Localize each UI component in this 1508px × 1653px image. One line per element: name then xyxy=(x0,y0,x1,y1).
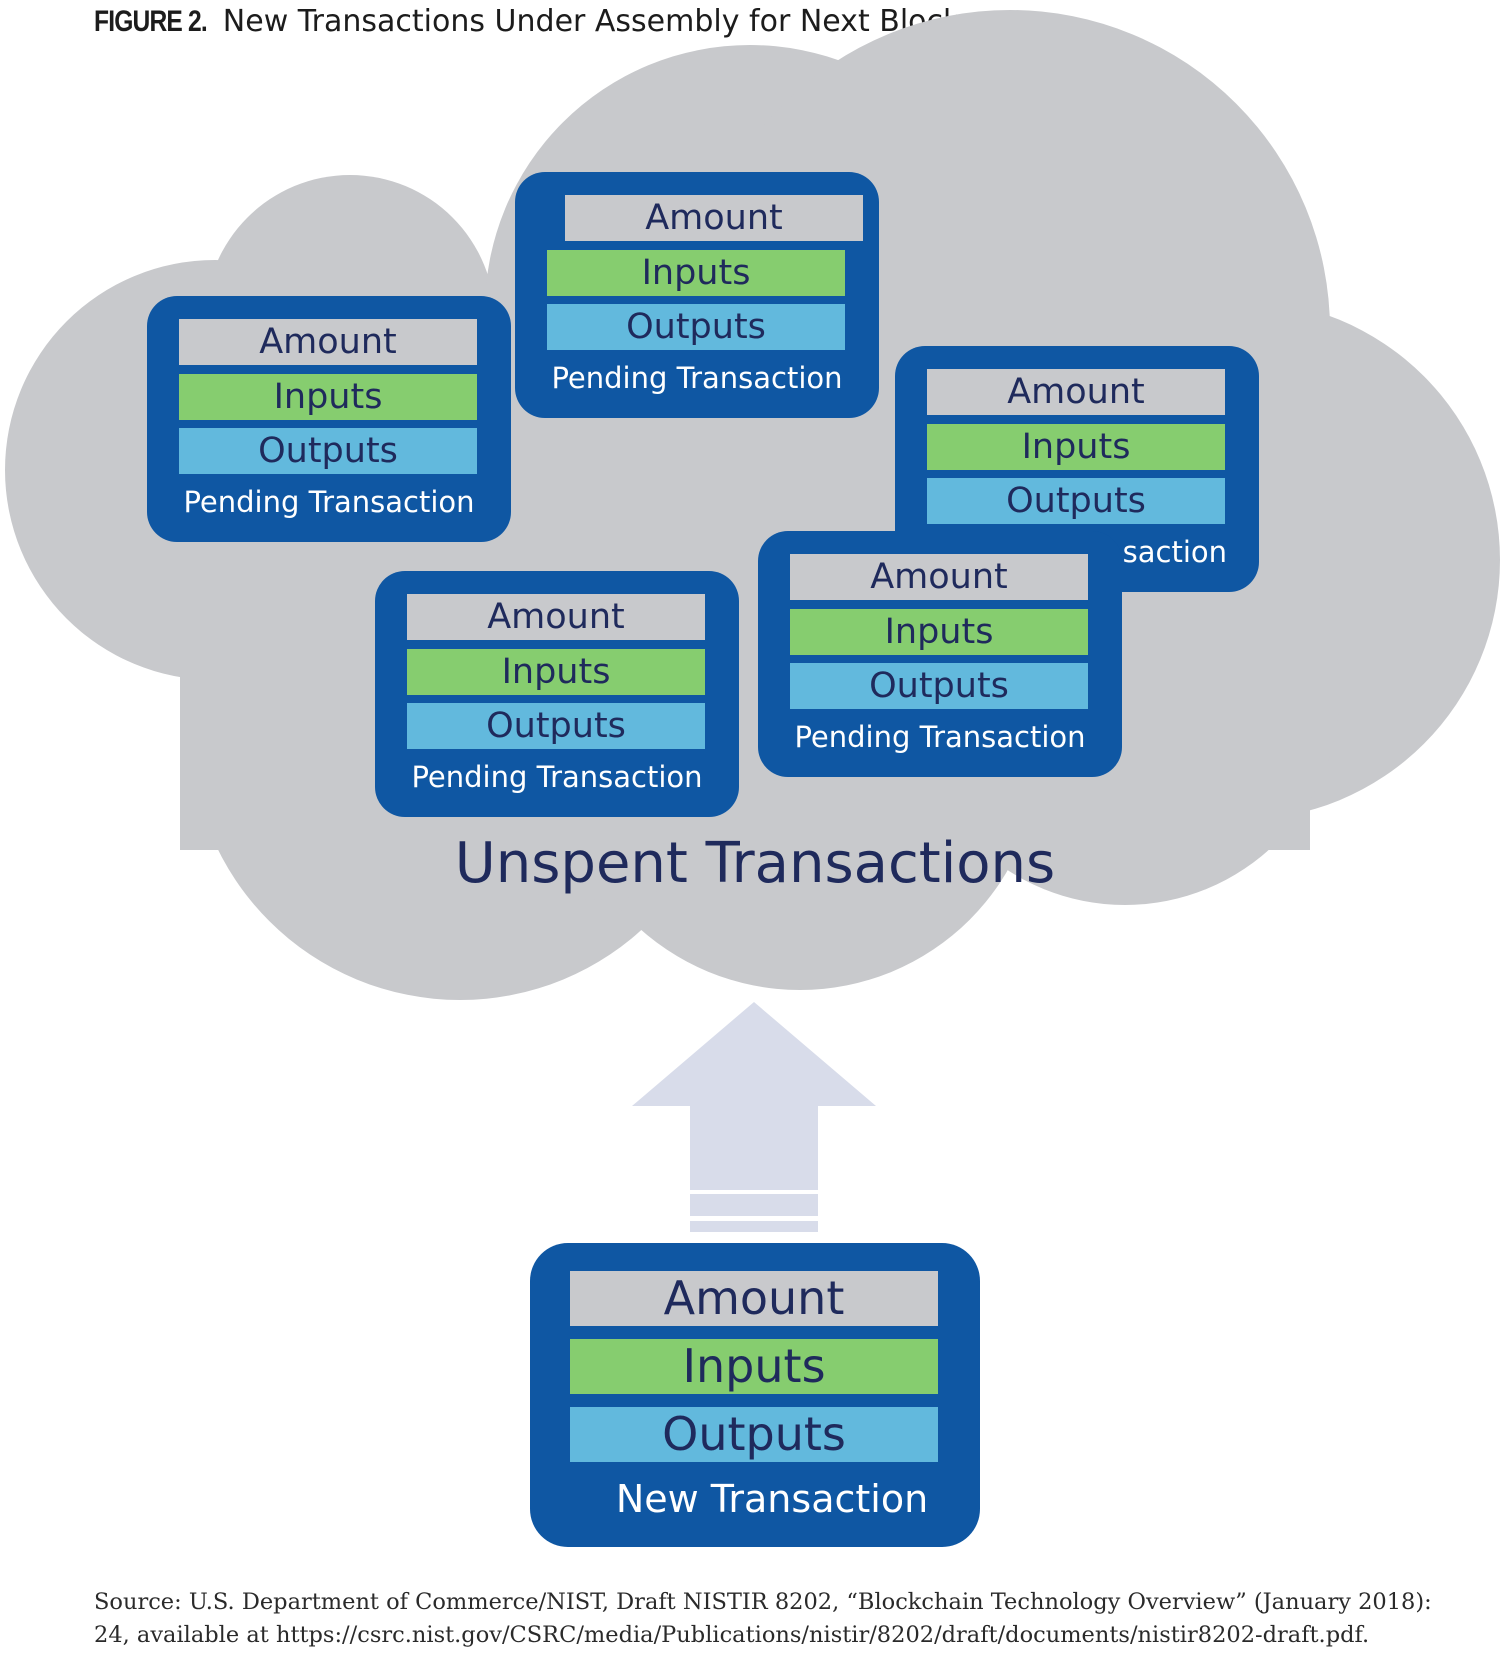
outputs-field: Outputs xyxy=(547,304,845,350)
amount-field: Amount xyxy=(565,195,863,241)
figure-label: FIGURE 2. xyxy=(94,5,208,38)
transaction-label: Pending Transaction xyxy=(183,485,475,519)
transaction-label: saction xyxy=(1122,535,1227,569)
pending-transaction-4: Amount Inputs Outputs Pending Transactio… xyxy=(375,571,739,817)
source-line-2: 24, available at https://csrc.nist.gov/C… xyxy=(94,1622,1370,1648)
pending-transaction-1: Amount Inputs Outputs Pending Transactio… xyxy=(147,296,511,542)
inputs-field: Inputs xyxy=(407,649,705,695)
inputs-field: Inputs xyxy=(570,1339,938,1394)
inputs-field: Inputs xyxy=(790,609,1088,655)
amount-field: Amount xyxy=(570,1271,938,1326)
transaction-label: New Transaction xyxy=(615,1477,929,1521)
amount-field: Amount xyxy=(179,319,477,365)
outputs-field: Outputs xyxy=(570,1407,938,1462)
up-arrow-icon xyxy=(632,1002,876,1232)
amount-field: Amount xyxy=(407,594,705,640)
pending-transaction-5: Amount Inputs Outputs Pending Transactio… xyxy=(758,531,1122,777)
figure-title: FIGURE 2. New Transactions Under Assembl… xyxy=(94,0,960,44)
figure-title-text: New Transactions Under Assembly for Next… xyxy=(222,4,961,39)
outputs-field: Outputs xyxy=(927,478,1225,524)
transaction-label: Pending Transaction xyxy=(551,361,843,395)
amount-field: Amount xyxy=(927,369,1225,415)
amount-field: Amount xyxy=(790,554,1088,600)
outputs-field: Outputs xyxy=(179,428,477,474)
source-line-1: Source: U.S. Department of Commerce/NIST… xyxy=(94,1589,1432,1615)
inputs-field: Inputs xyxy=(179,374,477,420)
source-note: Source: U.S. Department of Commerce/NIST… xyxy=(94,1586,1494,1652)
inputs-field: Inputs xyxy=(547,250,845,296)
transaction-label: Pending Transaction xyxy=(794,720,1086,754)
inputs-field: Inputs xyxy=(927,424,1225,470)
outputs-field: Outputs xyxy=(790,663,1088,709)
cloud-caption: Unspent Transactions xyxy=(454,831,1056,896)
pending-transaction-2: Amount Inputs Outputs Pending Transactio… xyxy=(515,172,879,418)
transaction-label: Pending Transaction xyxy=(411,760,703,794)
outputs-field: Outputs xyxy=(407,703,705,749)
new-transaction: Amount Inputs Outputs New Transaction xyxy=(530,1243,980,1547)
